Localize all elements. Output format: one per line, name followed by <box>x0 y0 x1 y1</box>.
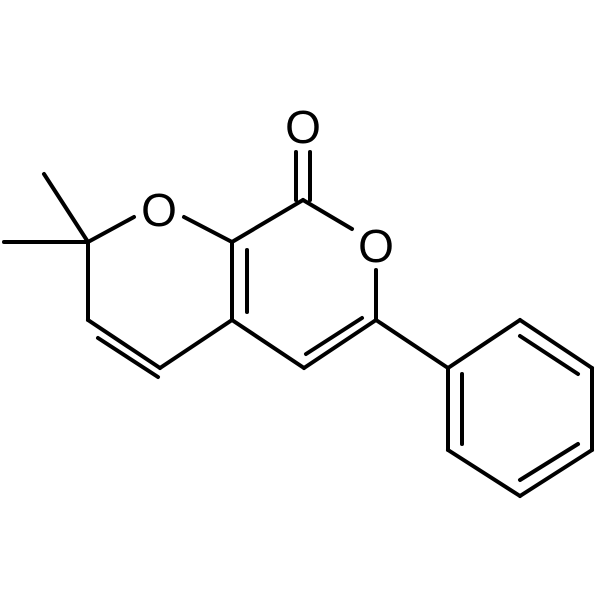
bond-methyl-upper <box>42 172 90 244</box>
bond-ph-5 <box>446 448 522 498</box>
atom-label-lactone-oxygen: O <box>358 220 394 272</box>
bond-c6-phenyl <box>374 318 450 370</box>
bond-ph-inner-1 <box>518 334 580 376</box>
atom-label-carbonyl-oxygen: O <box>285 101 321 153</box>
bond-c8-o-lactone <box>301 198 354 231</box>
bond-o-pyran-c8a <box>182 215 234 244</box>
bond-c6-c5-single <box>302 318 378 370</box>
bond-ph-1 <box>446 318 522 370</box>
bond-ph-4 <box>518 448 594 498</box>
atom-label-pyran-oxygen: O <box>141 184 177 236</box>
bond-cme2-o-pyran <box>86 215 136 244</box>
bond-c6-c5-double <box>304 316 364 356</box>
bond-ph-inner-2 <box>518 442 580 482</box>
bond-ch-ch-double <box>96 336 160 379</box>
bond-c4-c4a <box>158 318 234 370</box>
bond-ph-2 <box>518 318 594 370</box>
bond-c8a-c8 <box>230 198 305 244</box>
bond-ch-ch-single <box>86 318 162 370</box>
bond-c5-c4a <box>230 318 306 370</box>
